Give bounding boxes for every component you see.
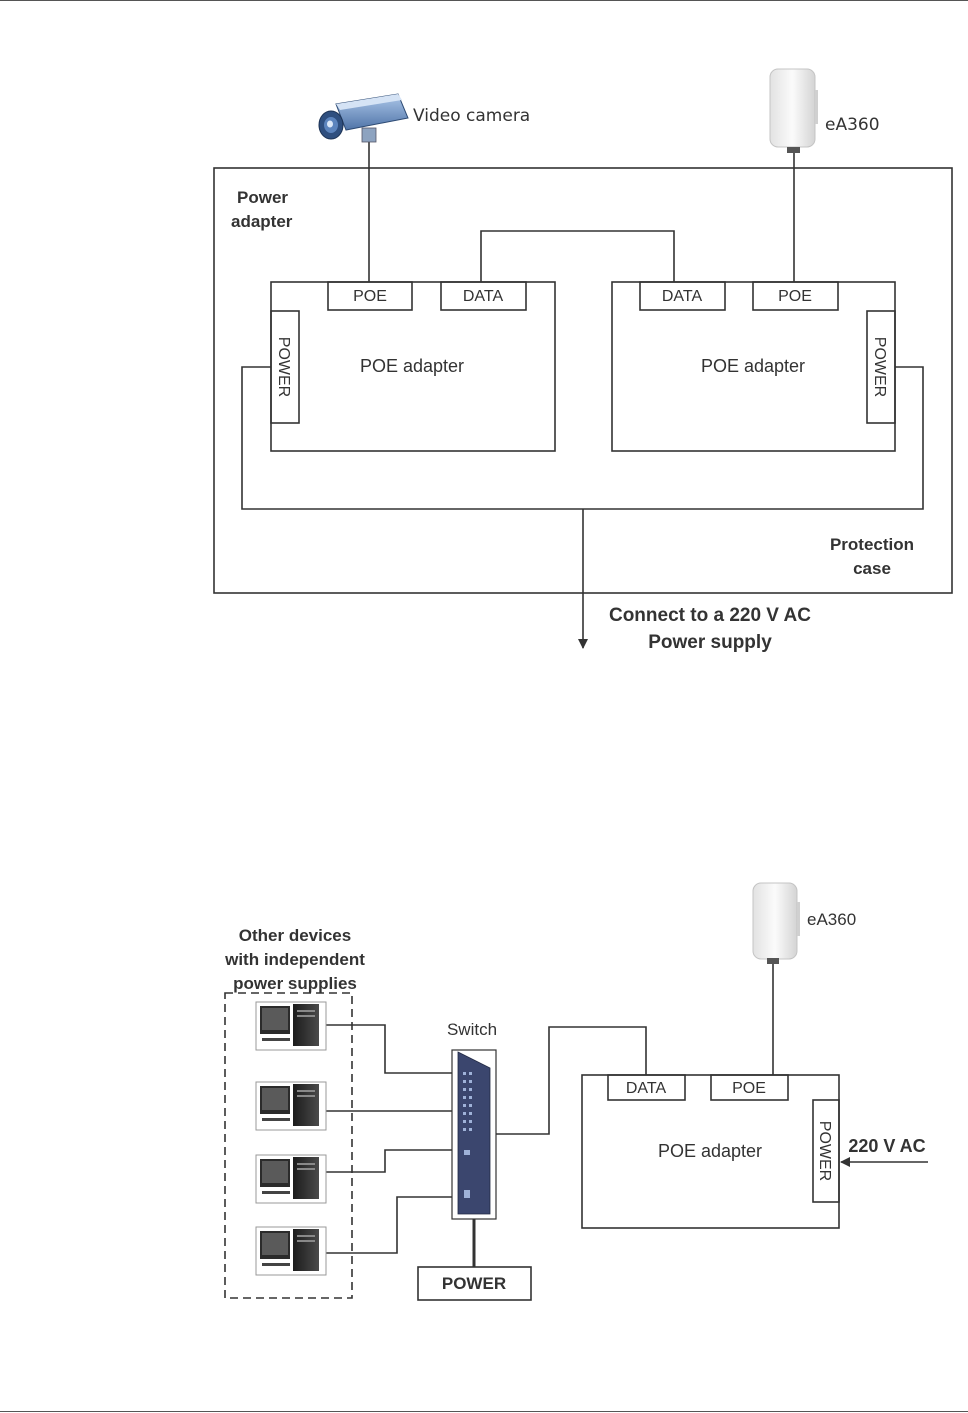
- supply-label-line2: Power supply: [648, 632, 772, 653]
- power-bus-cable: [242, 367, 923, 509]
- video-camera-icon: [319, 94, 408, 142]
- diagram-1-text: Video camera eA360 Power adapter POE DAT…: [231, 106, 914, 653]
- power-adapter-label-line2: adapter: [231, 212, 293, 231]
- left-poe-port-label: POE: [353, 288, 387, 305]
- devices-label-line1: Other devices: [239, 926, 351, 945]
- supply-label-line1: Connect to a 220 V AC: [609, 605, 811, 626]
- device-cable-3: [326, 1150, 452, 1172]
- switch-power-label: POWER: [442, 1274, 506, 1293]
- right-data-port-label: DATA: [662, 288, 703, 305]
- devices-label-line3: power supplies: [233, 974, 357, 993]
- camera-label: Video camera: [413, 106, 530, 126]
- data-port-2-label: DATA: [626, 1080, 667, 1097]
- left-power-port-label: POWER: [275, 337, 292, 397]
- right-adapter-title: POE adapter: [701, 356, 805, 376]
- right-poe-port-label: POE: [778, 288, 812, 305]
- ac-label: 220 V AC: [848, 1136, 925, 1156]
- ap-label-2: eA360: [807, 910, 856, 929]
- ap-label-1: eA360: [825, 115, 880, 135]
- power-adapter-label-line1: Power: [237, 188, 288, 207]
- data-link-cable: [481, 231, 674, 282]
- diagram-1: [214, 140, 952, 648]
- protection-case-label-line2: case: [853, 559, 891, 578]
- diagram-2-text: Other devices with independent power sup…: [224, 910, 926, 1293]
- device-cable-1: [326, 1025, 452, 1073]
- ap-device-icon-2: [753, 883, 800, 964]
- ap-device-icon-1: [770, 69, 818, 153]
- computer-icon-2: [256, 1082, 326, 1130]
- power-port-2-label: POWER: [816, 1121, 833, 1181]
- protection-case-label-line1: Protection: [830, 535, 914, 554]
- computer-icon-3: [256, 1155, 326, 1203]
- switch-to-adapter-cable: [496, 1027, 646, 1134]
- adapter-2-title: POE adapter: [658, 1141, 762, 1161]
- switch-label: Switch: [447, 1020, 497, 1039]
- left-data-port-label: DATA: [463, 288, 504, 305]
- computer-icon-1: [256, 1002, 326, 1050]
- right-power-port-label: POWER: [871, 337, 888, 397]
- computer-icon-4: [256, 1227, 326, 1275]
- devices-label-line2: with independent: [224, 950, 365, 969]
- switch-icon: [452, 1050, 496, 1219]
- left-adapter-title: POE adapter: [360, 356, 464, 376]
- poe-port-2-label: POE: [732, 1080, 766, 1097]
- device-cable-4: [326, 1197, 452, 1253]
